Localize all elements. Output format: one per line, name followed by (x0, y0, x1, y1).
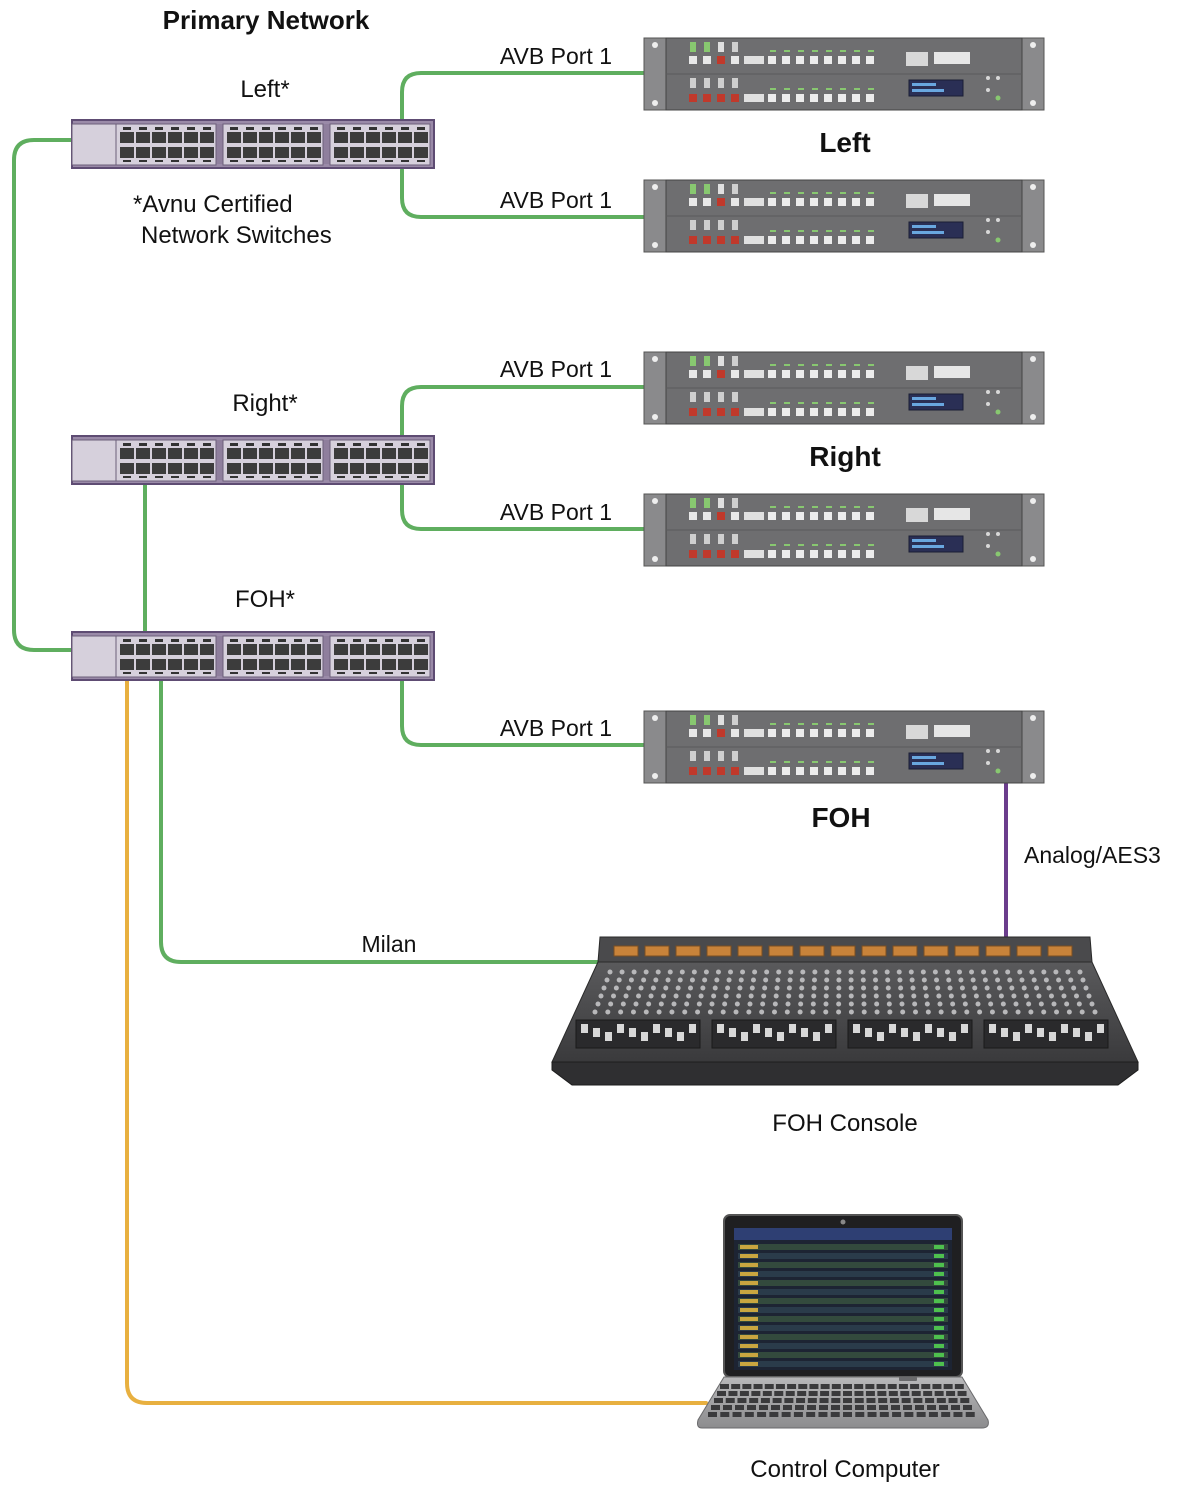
port-label-right-2: AVB Port 1 (500, 499, 612, 525)
switch-label-foh: FOH* (235, 586, 295, 613)
processor-group-right: Right (809, 441, 881, 472)
analog-aes3-label: Analog/AES3 (1024, 842, 1161, 868)
galaxy-processor-left-1 (643, 37, 1045, 111)
avnu-note-line-1: *Avnu Certified (133, 191, 293, 218)
port-label-left-2: AVB Port 1 (500, 187, 612, 213)
switch-label-right: Right* (232, 390, 297, 417)
control-computer-label: Control Computer (750, 1456, 939, 1483)
network-switch-right (71, 435, 435, 485)
galaxy-processor-left-2 (643, 179, 1045, 253)
milan-label: Milan (362, 931, 417, 957)
port-label-left-1: AVB Port 1 (500, 43, 612, 69)
laptop-icon (697, 1214, 989, 1429)
cable-left-switch-to-left-processor-1 (400, 71, 646, 122)
port-label-right-1: AVB Port 1 (500, 356, 612, 382)
port-label-foh: AVB Port 1 (500, 715, 612, 741)
avnu-note-line-2: Network Switches (141, 222, 332, 249)
cable-right-switch-to-right-processor-1 (400, 385, 646, 438)
cable-right-switch-to-right-processor-2 (400, 482, 646, 531)
cable-foh-switch-to-computer (125, 678, 708, 1405)
galaxy-processor-right-1 (643, 351, 1045, 425)
network-switch-foh (71, 631, 435, 681)
galaxy-processor-right-2 (643, 493, 1045, 567)
processor-group-foh: FOH (811, 802, 870, 833)
diagram-title: Primary Network (163, 5, 370, 35)
cable-foh-switch-to-foh-processor (400, 678, 646, 747)
processor-group-left: Left (819, 127, 870, 158)
cable-foh-switch-to-console (159, 678, 602, 964)
galaxy-processor-foh (643, 710, 1045, 784)
cable-left-switch-to-foh-switch (12, 138, 74, 652)
network-switch-left (71, 119, 435, 169)
cable-left-switch-to-left-processor-2 (400, 168, 646, 219)
switch-label-left: Left* (240, 76, 289, 103)
mixing-console-icon (551, 936, 1139, 1086)
foh-console-label: FOH Console (772, 1110, 917, 1137)
